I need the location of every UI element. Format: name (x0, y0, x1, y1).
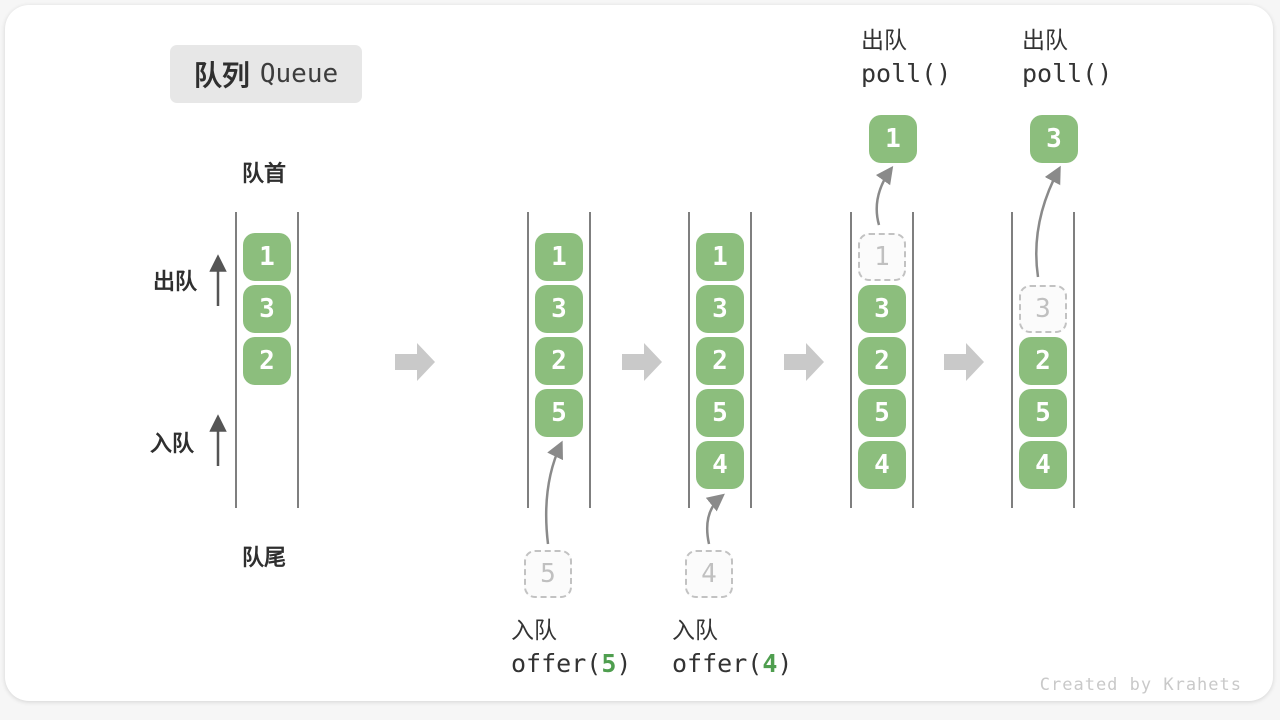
dequeue-arrow (875, 165, 894, 226)
queue-item: 5 (858, 389, 906, 437)
enqueue-arrow (544, 440, 563, 545)
queue-item: 5 (696, 389, 744, 437)
operation-code: offer(5) (511, 649, 632, 678)
operation-name: 入队 (672, 617, 718, 643)
queue-item: 2 (696, 337, 744, 385)
operation-code: poll() (861, 59, 952, 88)
dequeue-arrow (1035, 165, 1061, 278)
queue-item: 2 (243, 337, 291, 385)
watermark: Created by Krahets (1039, 675, 1242, 695)
queue-item: 5 (535, 389, 583, 437)
label-queue-front: 队首 (242, 161, 287, 186)
queue-item: 2 (858, 337, 906, 385)
queue-item: 1 (243, 233, 291, 281)
operation-argument: 5 (601, 649, 617, 678)
label-queue-rear: 队尾 (242, 545, 287, 570)
incoming-item: 5 (524, 550, 572, 598)
queue-item: 3 (535, 285, 583, 333)
next-state-arrow (784, 343, 824, 381)
operation-name: 出队 (1022, 27, 1068, 53)
next-state-arrow (944, 343, 984, 381)
queue-item: 4 (858, 441, 906, 489)
label-dequeue-direction: 出队 (153, 269, 198, 294)
queue-item: 4 (696, 441, 744, 489)
next-state-arrow (395, 343, 435, 381)
queue-item: 3 (858, 285, 906, 333)
queue-item: 2 (535, 337, 583, 385)
operation-name: 出队 (861, 27, 907, 53)
incoming-item: 4 (685, 550, 733, 598)
queue-item: 1 (535, 233, 583, 281)
label-enqueue-direction: 入队 (150, 431, 195, 456)
operation-code: offer(4) (672, 649, 793, 678)
title-box: 队列 Queue (170, 45, 362, 103)
next-state-arrow (622, 343, 662, 381)
dequeue-operation-label: 出队 poll() (1022, 27, 1113, 88)
title-en: Queue (259, 59, 339, 89)
queue-item: 4 (1019, 441, 1067, 489)
queue-item-removed: 1 (858, 233, 906, 281)
queue-item: 3 (696, 285, 744, 333)
enqueue-operation-label: 入队 offer(5) (511, 617, 632, 678)
outgoing-item: 3 (1030, 115, 1078, 163)
operation-argument: 4 (762, 649, 778, 678)
operation-code: poll() (1022, 59, 1113, 88)
queue-item-removed: 3 (1019, 285, 1067, 333)
queue-item: 2 (1019, 337, 1067, 385)
enqueue-operation-label: 入队 offer(4) (672, 617, 793, 678)
enqueue-arrow (705, 493, 725, 545)
operation-name: 入队 (511, 617, 557, 643)
title-zh: 队列 (193, 60, 250, 91)
queue-item: 1 (696, 233, 744, 281)
outgoing-item: 1 (869, 115, 917, 163)
dequeue-operation-label: 出队 poll() (861, 27, 952, 88)
queue-item: 3 (243, 285, 291, 333)
queue-item: 5 (1019, 389, 1067, 437)
